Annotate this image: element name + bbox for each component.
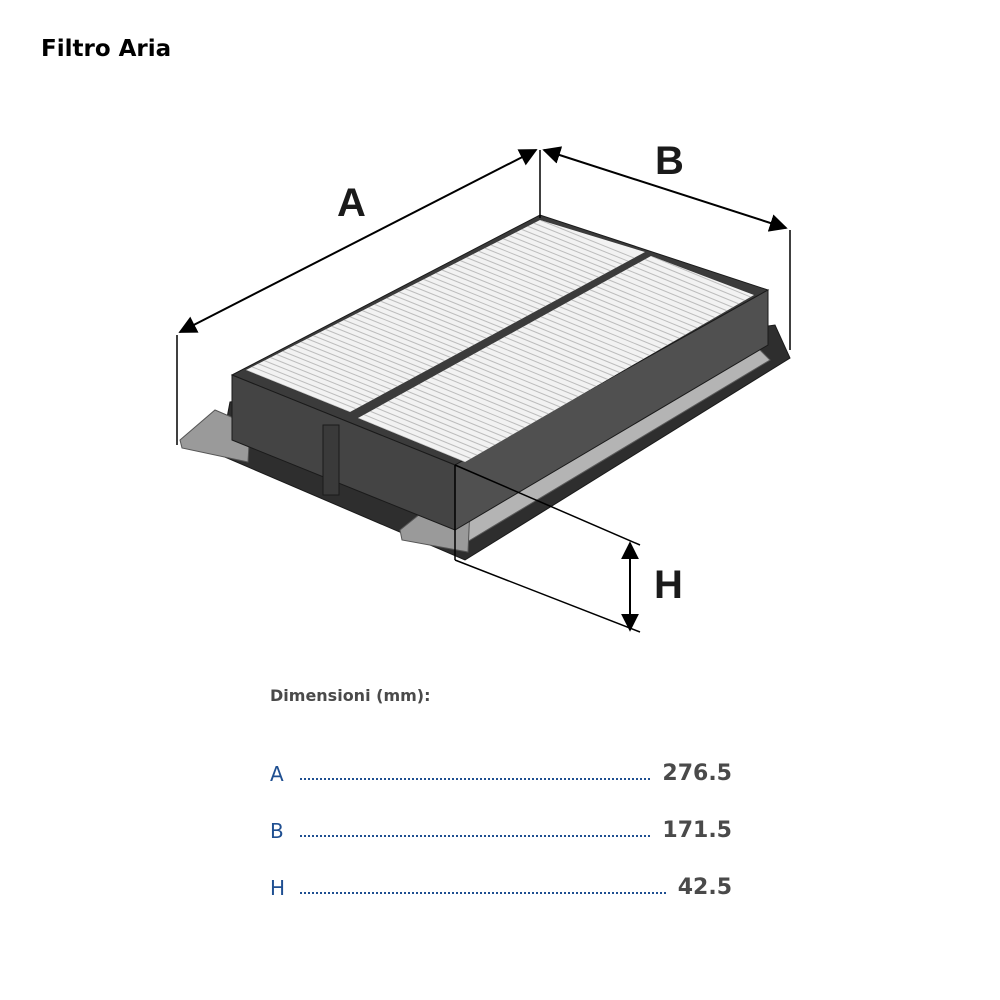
dimension-row-a: A 276.5 (270, 756, 732, 786)
dimension-h-ext-top (454, 464, 641, 546)
pleat-line (565, 302, 673, 348)
pleat-line (559, 306, 667, 352)
pleat-line (620, 272, 728, 318)
pleat-line (264, 360, 369, 404)
pleat-line (527, 225, 632, 269)
pleat-line (319, 332, 424, 375)
pleat-line (644, 258, 753, 304)
dimension-b-arrow (542, 146, 788, 232)
dotted-leader (300, 892, 666, 894)
pleat-line (370, 410, 478, 456)
pleat-line (449, 366, 557, 412)
pleat-line (589, 289, 698, 335)
pleat-line (626, 269, 734, 314)
pleat-line (455, 363, 563, 409)
pleat-line (424, 380, 533, 426)
pleat-line (363, 414, 472, 460)
dimension-row-h: H 42.5 (270, 870, 732, 900)
dimension-value: 42.5 (677, 875, 732, 900)
pleat-line (431, 377, 539, 422)
dimension-h-ext-bottom (454, 559, 641, 633)
pleat-line (485, 346, 594, 392)
filter-pleats-right (358, 256, 754, 462)
pleat-line (394, 397, 502, 443)
pleat-line (467, 356, 576, 402)
pleat-line (437, 373, 545, 419)
dimension-h-label: H (654, 563, 683, 607)
dimension-letter: H (270, 876, 286, 900)
dimension-letter: A (270, 762, 284, 786)
pleat-line (595, 285, 704, 331)
pleat-line (504, 336, 612, 382)
pleat-line (614, 275, 722, 321)
pleat-line (388, 400, 496, 446)
pleat-line (540, 316, 649, 362)
pleat-line (461, 360, 569, 406)
dimension-a-arrow (178, 149, 538, 333)
pleat-line (331, 325, 436, 369)
pleat-line (418, 383, 527, 429)
pleat-line (406, 390, 515, 436)
pleat-line (492, 343, 600, 389)
filter-media-right (358, 256, 754, 462)
pleat-line (376, 407, 484, 453)
pleat-line (412, 387, 521, 433)
dotted-leader (300, 778, 651, 780)
air-filter-dimension-drawing: A B H (176, 139, 791, 633)
pleat-line (382, 404, 490, 449)
pleat-line (601, 282, 710, 328)
pleat-line (479, 350, 588, 395)
page-title: Filtro Aria (41, 36, 172, 62)
dimension-a-label: A (337, 181, 366, 225)
pleat-line (258, 363, 363, 407)
dimension-b-label: B (655, 139, 684, 183)
pleat-line (473, 353, 582, 399)
pleat-line (251, 366, 357, 410)
filter-divider-post (322, 424, 340, 496)
pleat-line (516, 329, 624, 375)
pleat-line (288, 347, 394, 391)
pleat-line (528, 323, 637, 368)
pleat-line (270, 357, 375, 400)
pleat-line (534, 319, 643, 365)
dimension-value: 276.5 (662, 761, 732, 786)
pleat-line (300, 341, 406, 385)
pleat-line (638, 262, 746, 308)
pleat-line (547, 312, 655, 358)
pleat-line (282, 350, 387, 394)
pleat-line (583, 292, 692, 338)
pleat-line (650, 256, 754, 301)
pleat-line (521, 228, 626, 272)
pleat-line (510, 333, 618, 379)
pleat-line (608, 279, 716, 325)
dotted-leader (300, 835, 651, 837)
pleat-line (498, 339, 606, 385)
dimension-letter: B (270, 819, 284, 843)
dimension-row-b: B 171.5 (270, 813, 732, 843)
pleat-line (294, 344, 400, 388)
dimension-value: 171.5 (662, 818, 732, 843)
dimensions-heading: Dimensioni (mm): (270, 686, 431, 705)
pleat-line (276, 353, 381, 397)
pleat-line (400, 393, 508, 439)
pleat-line (325, 328, 430, 372)
pleat-line (522, 326, 631, 372)
pleat-line (577, 296, 685, 341)
pleat-line (307, 338, 412, 382)
pleat-line (443, 370, 551, 416)
pleat-line (632, 265, 740, 311)
pleat-line (571, 299, 679, 345)
pleat-line (553, 309, 661, 355)
pleat-line (313, 335, 418, 379)
